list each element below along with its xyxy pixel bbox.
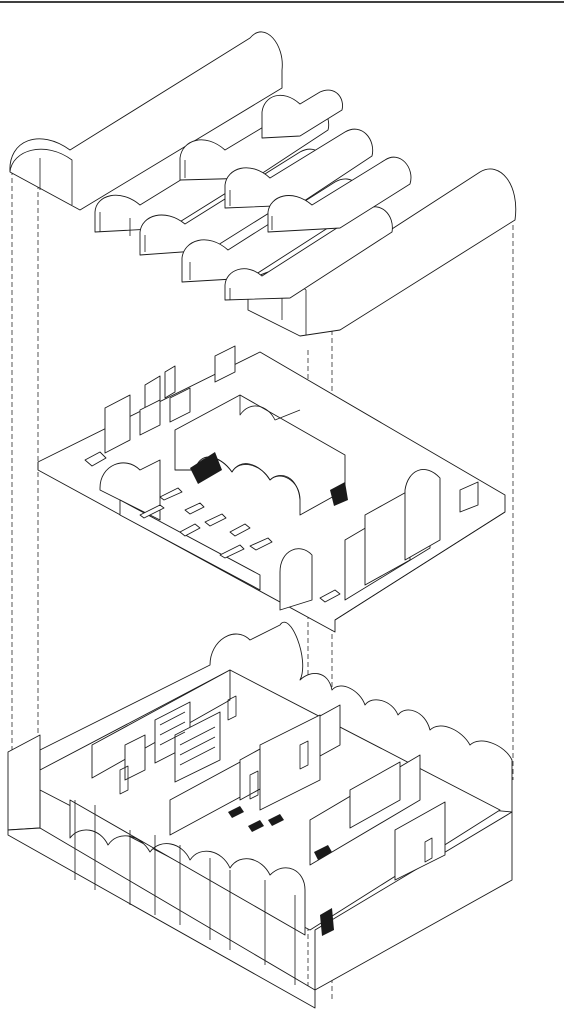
- upper-stair: [190, 452, 222, 484]
- roof-vaults: [9, 31, 517, 337]
- upper-front-arcade: [99, 459, 161, 521]
- ground-front-arcade: [69, 799, 306, 936]
- vault-top-4: [261, 89, 343, 139]
- ground-base-left: [7, 734, 41, 831]
- ground-base-right: [314, 811, 513, 991]
- ground-base-front: [7, 827, 316, 1009]
- upper-floor: [37, 345, 506, 633]
- vault-top-2: [224, 128, 374, 209]
- vault-top-3: [267, 156, 412, 233]
- ground-floor: [7, 621, 513, 1009]
- vault-right: [247, 168, 517, 337]
- vault-back-left: [9, 31, 283, 211]
